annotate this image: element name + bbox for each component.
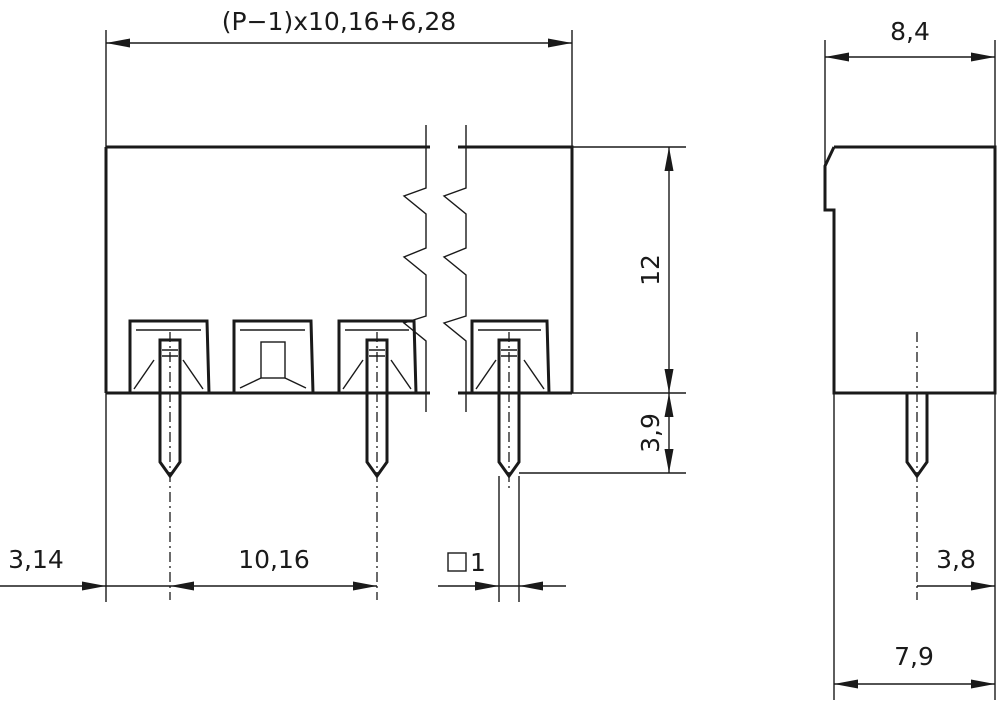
pin-1 [158,332,182,600]
overall-width-label: (P−1)x10,16+6,28 [222,7,456,36]
cavity-3 [337,319,418,394]
side-depth-label: 7,9 [894,642,934,671]
edge-offset-label: 3,14 [8,545,64,574]
pin-square-extensions [498,476,520,602]
dim-pin-length: 3,9 [519,393,686,474]
side-housing [823,145,997,395]
dim-height: 12 [572,146,686,394]
height-label: 12 [636,254,665,286]
square-symbol-icon [447,552,467,572]
dim-side-width: 8,4 [824,17,996,166]
pin-3 [497,332,521,488]
pin-length-label: 3,9 [636,413,665,453]
side-width-label: 8,4 [890,17,930,46]
side-pin [905,332,929,600]
pitch-label: 10,16 [238,545,310,574]
side-pin-offset-label: 3,8 [936,545,976,574]
break-line-right [442,125,467,412]
pin-2 [365,332,389,600]
dim-side-pin-offset: 3,8 [917,393,996,700]
cavity-4 [470,319,551,394]
cavity-2 [232,319,315,394]
dim-overall-width: (P−1)x10,16+6,28 [105,7,573,147]
dim-pitch: 10,16 [170,545,377,591]
side-view [823,145,997,600]
dim-side-depth: 7,9 [833,393,995,700]
pin-square-label: 1 [470,548,486,577]
dim-pin-square: 1 [438,548,566,591]
break-line-left [402,125,427,412]
front-view [104,125,574,602]
cavity-1 [128,319,211,394]
dim-edge-offset: 3,14 [0,393,194,602]
